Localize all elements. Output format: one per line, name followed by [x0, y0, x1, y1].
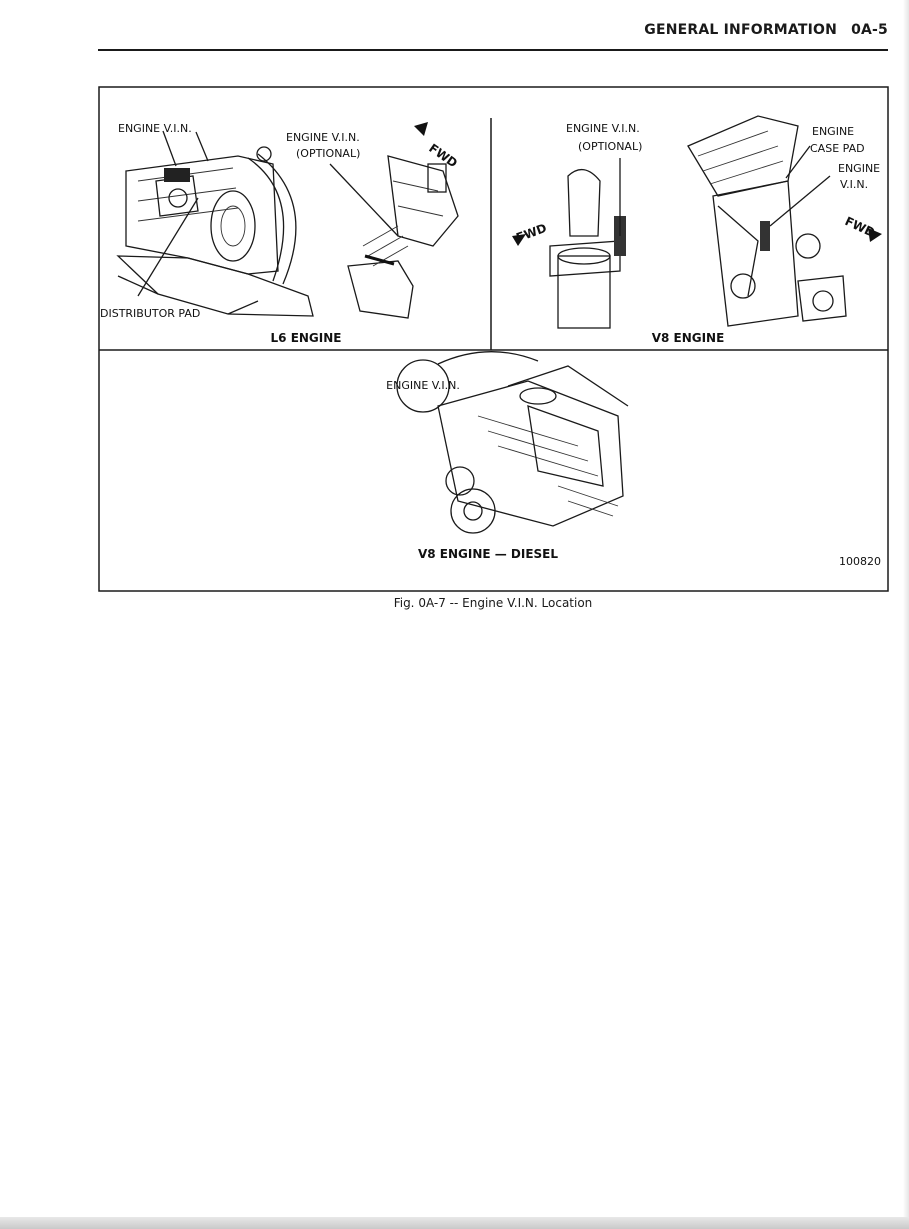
diesel-panel-title: V8 ENGINE — DIESEL: [418, 547, 558, 561]
figure-caption: Fig. 0A-7 -- Engine V.I.N. Location: [393, 596, 593, 610]
v8-case-pad-sub: CASE PAD: [810, 142, 865, 155]
figure-drawing: ENGINE V.I.N. ENGINE V.I.N. (OPTIONAL) F…: [98, 86, 889, 592]
l6-engine-illustration: [116, 122, 459, 319]
l6-vin-optional-sub: (OPTIONAL): [296, 147, 360, 160]
v8-vin-label: ENGINE: [838, 162, 880, 175]
v8-panel-title: V8 ENGINE: [652, 331, 725, 345]
figure-frame: [98, 86, 889, 592]
section-title: GENERAL INFORMATION: [644, 22, 838, 38]
v8-case-pad-label: ENGINE: [812, 125, 854, 138]
page-edge-shadow: [903, 0, 909, 1229]
header-rule: [98, 49, 888, 51]
diesel-vin-callout: ENGINE V.I.N.: [386, 379, 460, 392]
l6-vin-optional-label: ENGINE V.I.N.: [286, 131, 360, 144]
engine-vin-figure: ENGINE V.I.N. ENGINE V.I.N. (OPTIONAL) F…: [98, 86, 890, 593]
v8-engine-illustration: [512, 115, 882, 329]
page-header: GENERAL INFORMATION 0A-5: [98, 22, 888, 44]
v8-vin-sub: V.I.N.: [840, 178, 868, 191]
l6-panel-title: L6 ENGINE: [271, 331, 342, 345]
page-bottom-shadow: [0, 1217, 909, 1229]
l6-distributor-pad-label: DISTRIBUTOR PAD: [100, 307, 200, 320]
figure-number: 100820: [839, 555, 881, 568]
v8-vin-optional-label: ENGINE V.I.N.: [566, 122, 640, 135]
page-number: 0A-5: [851, 22, 888, 38]
l6-vin-label: ENGINE V.I.N.: [118, 122, 192, 135]
v8-vin-optional-sub: (OPTIONAL): [578, 140, 642, 153]
diesel-engine-illustration: [396, 351, 629, 534]
